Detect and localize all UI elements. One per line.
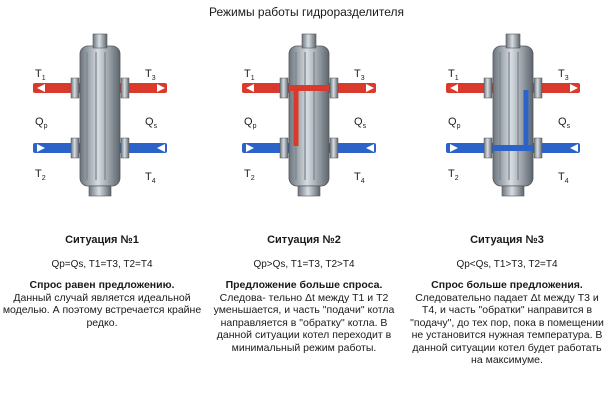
label-t3: T3 — [354, 68, 365, 82]
arrow-in-hot — [450, 84, 458, 92]
label-qs: Qs — [558, 116, 571, 130]
arrow-out-cold — [450, 144, 458, 152]
arrow-in-hot — [246, 84, 254, 92]
arrow-out-cold — [37, 144, 45, 152]
flange — [483, 77, 493, 99]
flange — [483, 137, 493, 159]
label-t2: T2 — [448, 168, 459, 182]
flange — [70, 137, 80, 159]
drain-valve — [501, 185, 525, 197]
situation-text: Следовательно падает Δt между T3 и T4, и… — [410, 291, 604, 367]
situation-heading: Ситуация №2 — [267, 234, 341, 246]
situation-1: Ситуация №1 Qp=Qs, T1=T3, T2=T4 Спрос ра… — [2, 234, 202, 329]
label-t2: T2 — [35, 168, 46, 182]
label-t2: T2 — [244, 168, 255, 182]
label-t1: T1 — [244, 68, 255, 82]
situation-text: Следова- тельно Δt между T1 и T2 уменьша… — [213, 291, 395, 354]
label-qp: Qp — [244, 116, 257, 130]
flange — [329, 77, 339, 99]
label-t4: T4 — [354, 171, 365, 185]
flange — [533, 77, 543, 99]
flange — [533, 137, 543, 159]
flange — [70, 77, 80, 99]
flange — [120, 137, 130, 159]
label-qp: Qp — [448, 116, 461, 130]
arrow-out-hot — [366, 84, 374, 92]
situation-lead: Спрос больше предложения. — [431, 279, 583, 291]
situation-3: Ситуация №3 Qp<Qs, T1>T3, T2=T4 Спрос бо… — [407, 234, 607, 367]
vent-valve — [505, 33, 521, 49]
situation-lead: Спрос равен предложению. — [29, 279, 175, 291]
arrow-in-cold — [366, 144, 374, 152]
situation-formula: Qp=Qs, T1=T3, T2=T4 — [51, 258, 153, 270]
drain-valve — [297, 185, 321, 197]
situation-heading: Ситуация №3 — [470, 234, 544, 246]
drain-valve — [88, 185, 112, 197]
situation-2: Ситуация №2 Qp>Qs, T1=T3, T2>T4 Предложе… — [204, 234, 404, 354]
situation-formula: Qp<Qs, T1>T3, T2=T4 — [456, 258, 558, 270]
arrow-in-cold — [570, 144, 578, 152]
label-t4: T4 — [558, 171, 569, 185]
flange — [120, 77, 130, 99]
label-qp: Qp — [35, 116, 48, 130]
arrow-in-cold — [157, 144, 165, 152]
flange — [279, 77, 289, 99]
situation-lead: Предложение больше спроса. — [225, 279, 383, 291]
label-qs: Qs — [145, 116, 158, 130]
arrow-out-hot — [570, 84, 578, 92]
label-t1: T1 — [448, 68, 459, 82]
arrow-out-cold — [246, 144, 254, 152]
label-t1: T1 — [35, 68, 46, 82]
arrow-in-hot — [37, 84, 45, 92]
flange — [279, 137, 289, 159]
situation-heading: Ситуация №1 — [65, 234, 139, 246]
flange — [329, 137, 339, 159]
label-t4: T4 — [145, 171, 156, 185]
vent-valve — [92, 33, 108, 49]
page-title: Режимы работы гидроразделителя — [208, 5, 405, 19]
vent-valve — [301, 33, 317, 49]
label-qs: Qs — [354, 116, 367, 130]
situation-text: Данный случай является идеальной моделью… — [2, 291, 202, 329]
label-t3: T3 — [558, 68, 569, 82]
label-t3: T3 — [145, 68, 156, 82]
arrow-out-hot — [157, 84, 165, 92]
situation-formula: Qp>Qs, T1=T3, T2>T4 — [253, 258, 355, 270]
